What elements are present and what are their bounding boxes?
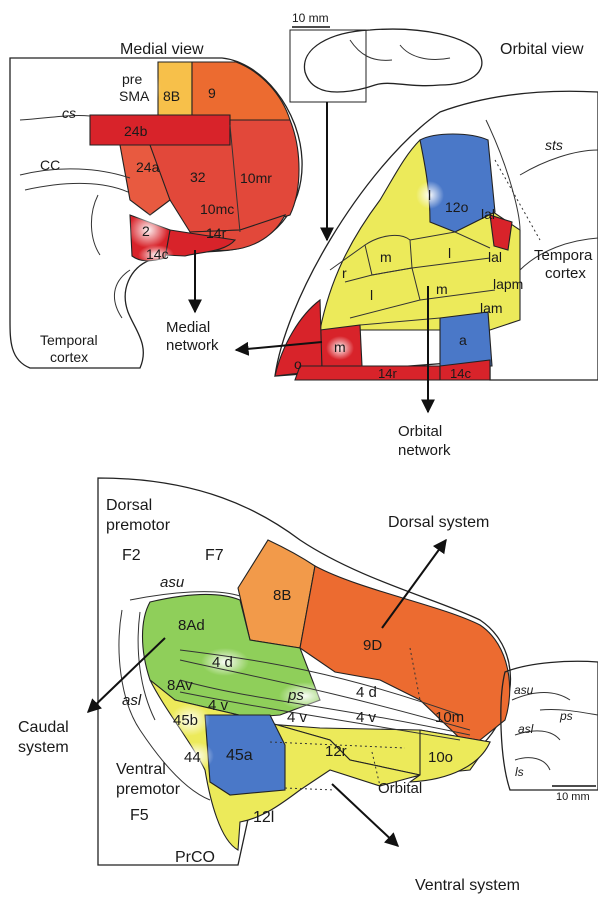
label-cs: cs: [62, 105, 76, 121]
label-24a: 24a: [136, 159, 160, 175]
label-14r-medial: 14r: [206, 225, 227, 241]
label-cortex-orbital: cortex: [545, 265, 586, 282]
scale-label-top: 10 mm: [292, 11, 329, 25]
medial-view-title: Medial view: [120, 41, 204, 58]
label-4v-2: 4 v: [287, 709, 308, 726]
label-cc: CC: [40, 157, 60, 173]
label-10m: 10m: [435, 709, 464, 726]
label-cortex-medial: cortex: [50, 349, 88, 365]
orbital-view-title: Orbital view: [500, 41, 584, 58]
glow-ps: [279, 682, 331, 710]
label-45a: 45a: [226, 747, 253, 764]
label-a: a: [459, 332, 467, 348]
label-f7: F7: [205, 547, 224, 564]
cs-line: [20, 115, 90, 120]
label-r: r: [342, 265, 347, 281]
label-10mr: 10mr: [240, 170, 272, 186]
label-10o: 10o: [428, 749, 453, 766]
label-asl: asl: [122, 692, 142, 709]
label-8b-lateral: 8B: [273, 587, 291, 604]
orbital-network-label-1: Orbital: [398, 423, 442, 440]
label-prco: PrCO: [175, 849, 215, 866]
lateral-view-panel: Dorsal premotor F2 F7 asu 8B Dorsal syst…: [18, 478, 520, 894]
label-orbital-lateral: Orbital: [378, 780, 422, 797]
label-pre: pre: [122, 71, 142, 87]
sts-line: [520, 150, 598, 175]
label-8av: 8Av: [167, 677, 193, 694]
label-4d-2: 4 d: [356, 684, 377, 701]
label-f5: F5: [130, 807, 149, 824]
medial-network-label-1: Medial: [166, 319, 210, 336]
label-dorsal-system: Dorsal system: [388, 514, 489, 531]
medial-view-panel: Medial view cs pre SMA 8B 9 24b CC 24a 3…: [10, 41, 302, 368]
medial-network-label-2: network: [166, 337, 219, 354]
area-9d-10m: [300, 566, 510, 748]
label-f2: F2: [122, 547, 141, 564]
label-l-3: l: [370, 287, 373, 303]
thumbnail-brain: [304, 29, 481, 92]
label-10mc: 10mc: [200, 201, 234, 217]
label-sts: sts: [545, 137, 563, 153]
label-dorsal-premotor-2: premotor: [106, 517, 171, 534]
orbital-view-panel: 10 mm Orbital view sts l 12o l: [236, 11, 598, 459]
label-m-2: m: [436, 281, 448, 297]
label-45b: 45b: [173, 712, 198, 729]
label-asu: asu: [160, 574, 185, 591]
inset-label-asl: asl: [518, 722, 534, 736]
orbital-network-label-2: network: [398, 442, 451, 459]
label-24b: 24b: [124, 123, 148, 139]
label-caudal-system-2: system: [18, 739, 69, 756]
label-sma: SMA: [119, 88, 150, 104]
medial-sulcus-1: [25, 183, 128, 192]
inset-panel: asu ps asl ls 10 mm: [501, 661, 598, 803]
label-l-1: l: [428, 187, 431, 203]
label-temporal-medial: Temporal: [40, 332, 98, 348]
label-8b-medial: 8B: [163, 88, 180, 104]
label-4v-1: 4 v: [208, 697, 229, 714]
label-12l: 12l: [253, 809, 274, 826]
area-14r-orbital: [295, 366, 440, 380]
label-lal-1: lal: [481, 206, 495, 222]
label-temporal-orbital: Tempora: [534, 247, 593, 264]
label-ventral-system: Ventral system: [415, 877, 520, 894]
label-lam: lam: [480, 300, 503, 316]
inset-label-ls: ls: [515, 765, 524, 779]
label-44: 44: [184, 749, 201, 766]
label-14r-orbital: 14r: [378, 366, 397, 381]
label-lapm: lapm: [493, 276, 523, 292]
label-dorsal-premotor-1: Dorsal: [106, 497, 152, 514]
label-ventral-premotor-2: premotor: [116, 781, 181, 798]
label-m-3: m: [334, 339, 346, 355]
label-o: o: [294, 356, 302, 372]
label-caudal-system-1: Caudal: [18, 719, 69, 736]
label-4d-1: 4 d: [212, 654, 233, 671]
label-14c-medial: 14c: [146, 246, 169, 262]
label-14c-orbital: 14c: [450, 366, 471, 381]
label-9d: 9D: [363, 637, 382, 654]
label-lal-2: lal: [488, 249, 502, 265]
inset-label-ps: ps: [559, 709, 573, 723]
label-m-1: m: [380, 249, 392, 265]
label-l-2: l: [448, 245, 451, 261]
label-32: 32: [190, 169, 206, 185]
inset-scale-label: 10 mm: [556, 791, 590, 803]
label-ventral-premotor-1: Ventral: [116, 761, 166, 778]
medial-sulcus-2: [91, 195, 100, 255]
label-ps: ps: [287, 687, 304, 704]
label-4v-3: 4 v: [356, 709, 377, 726]
inset-label-asu: asu: [514, 683, 534, 697]
label-12r: 12r: [325, 743, 347, 760]
label-8ad: 8Ad: [178, 617, 205, 634]
area-24b: [90, 115, 230, 145]
label-9-medial: 9: [208, 85, 216, 101]
label-12o: 12o: [445, 199, 469, 215]
label-2: 2: [142, 223, 150, 239]
cc-line: [20, 169, 130, 178]
thumbnail-sulcus: [350, 40, 450, 60]
